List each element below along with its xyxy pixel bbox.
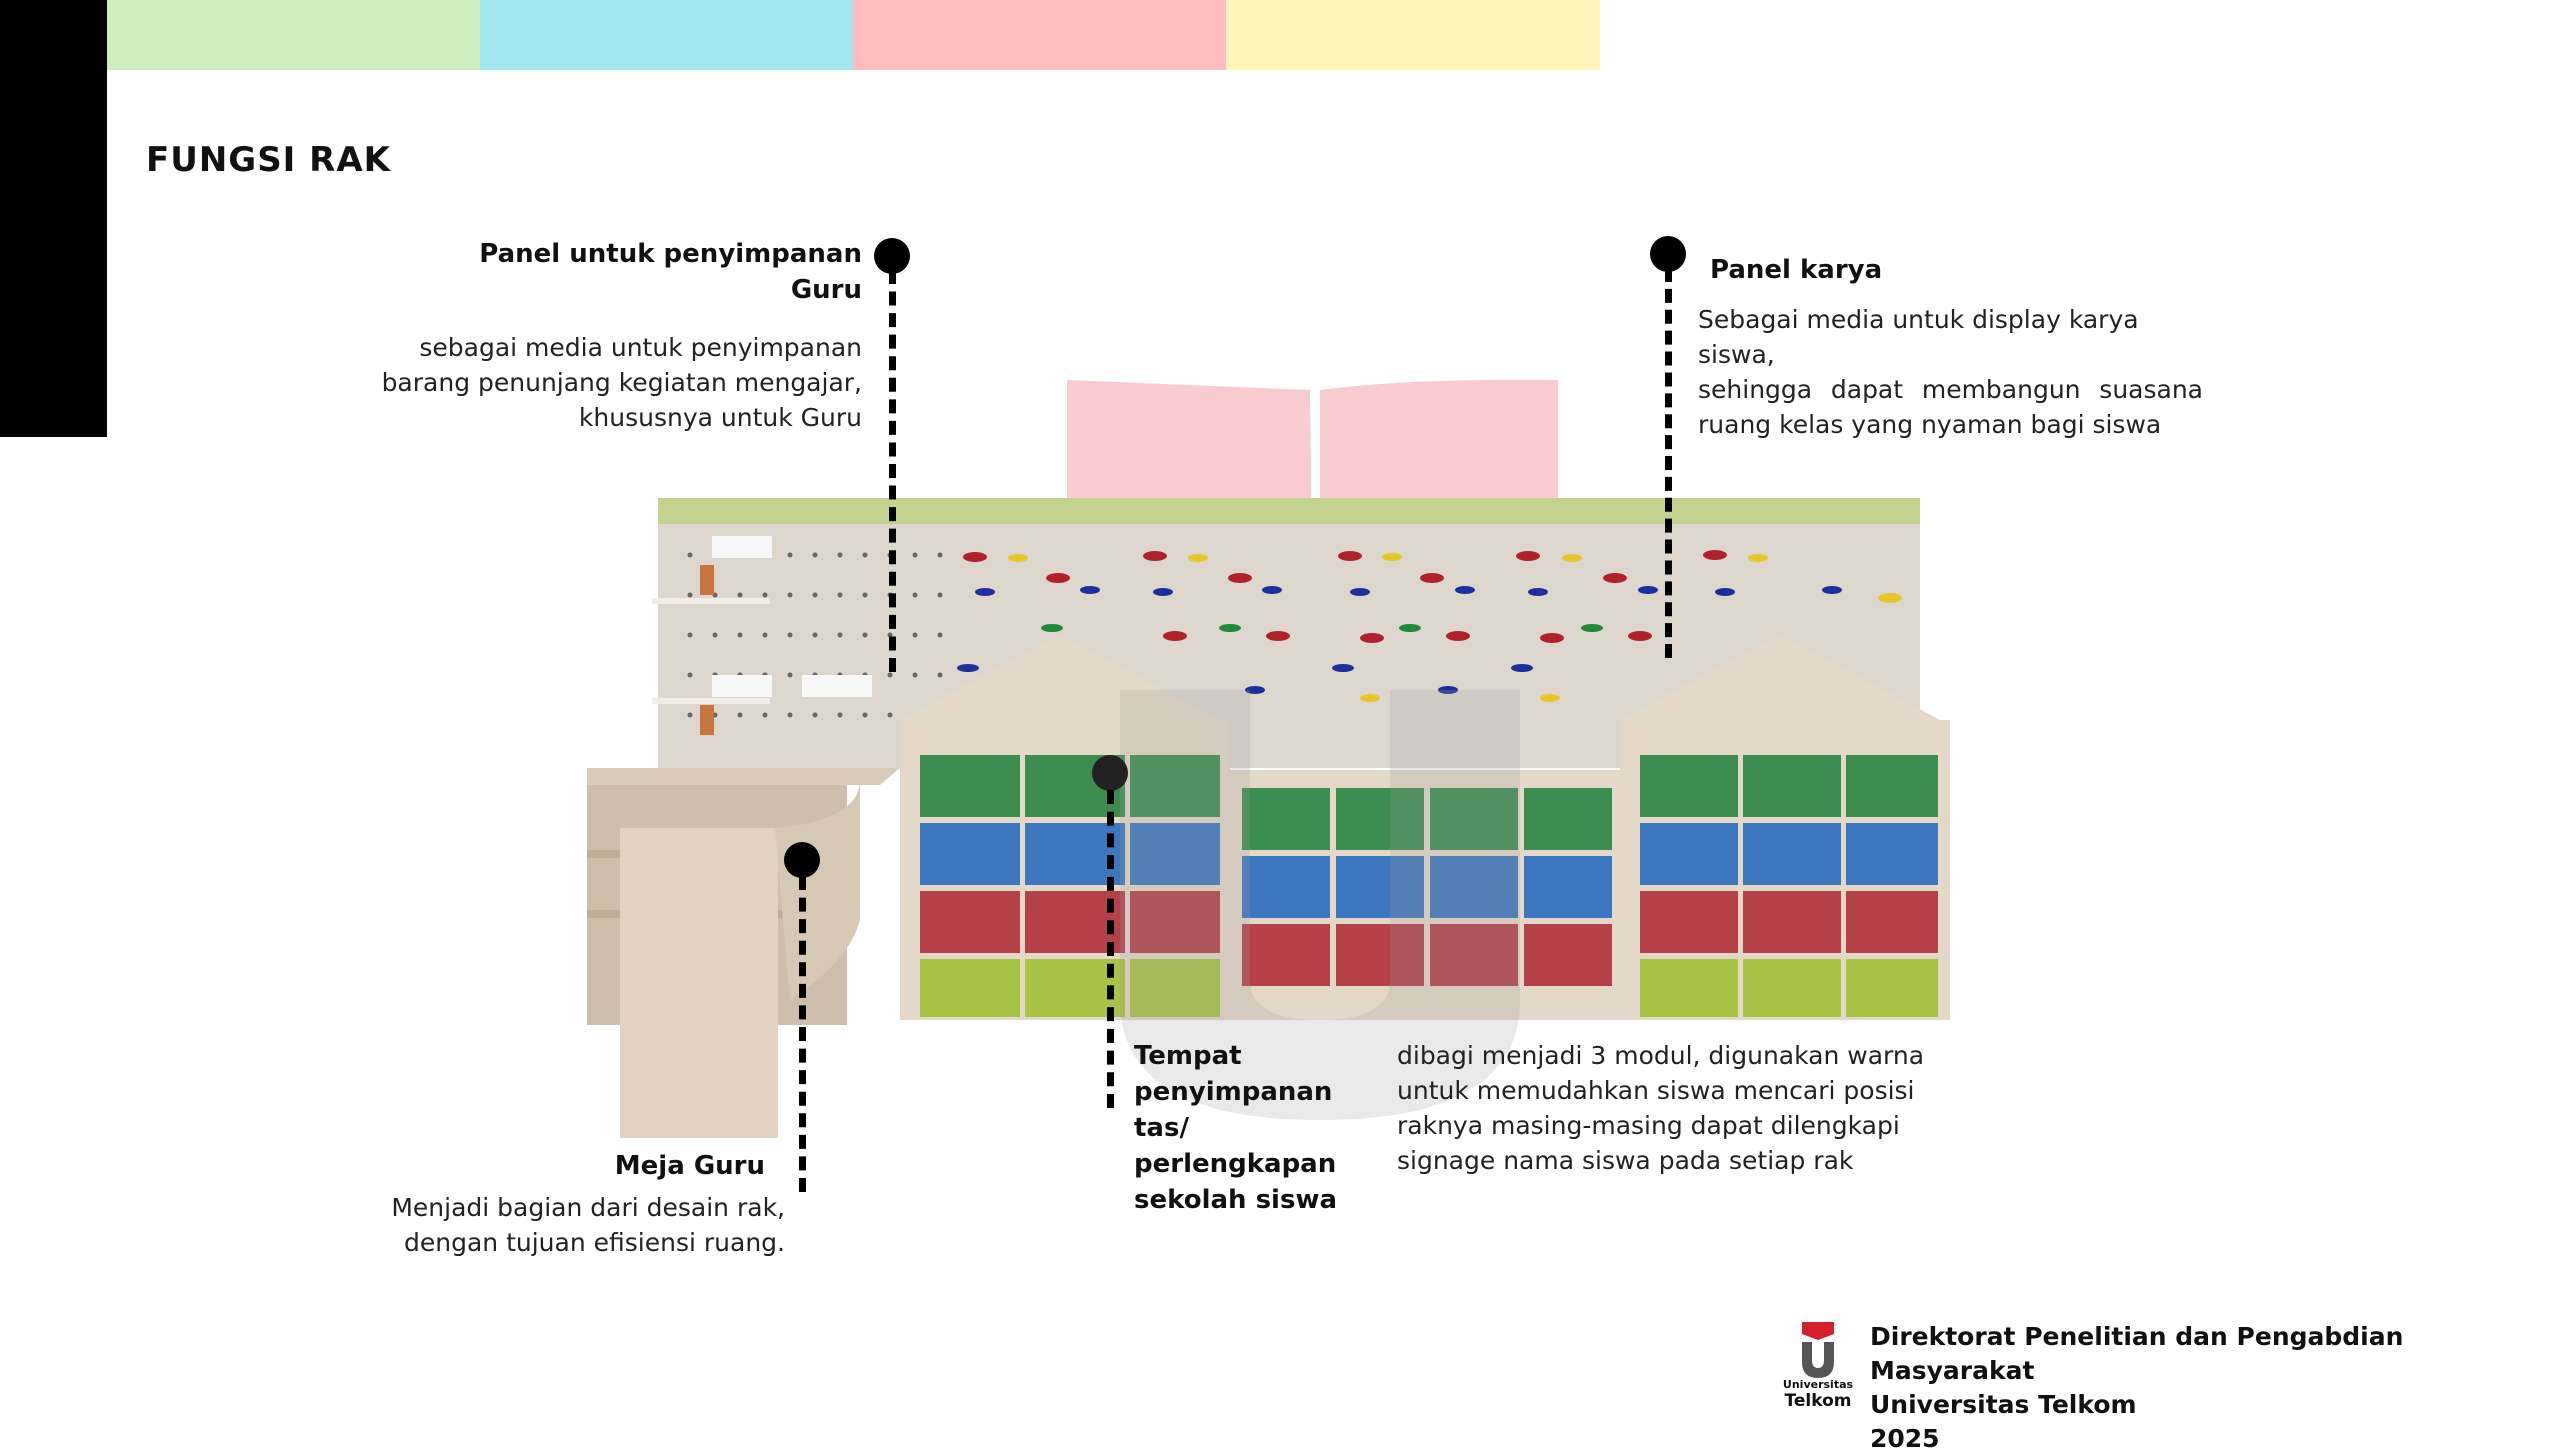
meja-guru-marker	[784, 842, 820, 878]
color-strip-yellow	[1226, 0, 1600, 70]
panel-karya-desc-line3: ruang kelas yang nyaman bagi siswa	[1698, 410, 2162, 439]
color-strip-green	[107, 0, 480, 70]
panel-guru-title-line1: Panel untuk penyimpanan	[479, 239, 862, 269]
tempat-title-line3: perlengkapan	[1134, 1149, 1337, 1179]
logo-text-line1: Universitas	[1782, 1378, 1854, 1391]
logo-text: Universitas Telkom	[1780, 1378, 1856, 1410]
meja-guru-desc-line1: Menjadi bagian dari desain rak,	[391, 1193, 785, 1222]
tempat-title-line2: penyimpanan tas/	[1134, 1077, 1333, 1143]
panel-karya-leader-line	[1665, 268, 1672, 658]
desk-leg	[620, 828, 778, 1138]
footer-line1: Direktorat Penelitian dan Pengabdian Mas…	[1870, 1322, 2404, 1385]
tempat-desc-line2: untuk memudahkan siswa mencari posisi	[1397, 1076, 1915, 1105]
footer-text: Direktorat Penelitian dan Pengabdian Mas…	[1870, 1320, 2560, 1456]
panel-karya-desc-line1: Sebagai media untuk display karya siswa,	[1698, 305, 2139, 369]
tempat-leader-line	[1107, 790, 1114, 1108]
logo-text-line2: Telkom	[1784, 1391, 1852, 1411]
panel-guru-desc-line2: barang penunjang kegiatan mengajar,	[381, 368, 862, 397]
tempat-title-line4: sekolah siswa	[1134, 1185, 1338, 1215]
top-green-strip	[658, 498, 1920, 524]
tempat-description: dibagi menjadi 3 modul, digunakan warna …	[1397, 1038, 1957, 1178]
footer-line3: 2025	[1870, 1424, 1940, 1453]
panel-guru-desc-line1: sebagai media untuk penyimpanan	[419, 333, 862, 362]
side-black-bar	[0, 0, 107, 437]
universitas-telkom-logo	[1802, 1322, 1834, 1378]
shelf-illustration	[587, 379, 1950, 1138]
panel-karya-title: Panel karya	[1710, 255, 1883, 285]
panel-guru-title: Panel untuk penyimpanan Guru	[380, 236, 862, 308]
tempat-desc-line3: raknya masing-masing dapat dilengkapi	[1397, 1111, 1900, 1140]
color-strip-pink	[853, 0, 1226, 70]
panel-karya-desc-line2: sehingga dapat membangun suasana	[1698, 375, 2203, 404]
meja-guru-leader-line	[799, 876, 806, 1192]
middle-cubbies	[1242, 788, 1612, 986]
tempat-desc-line1: dibagi menjadi 3 modul, digunakan warna	[1397, 1041, 1925, 1070]
tempat-title: Tempat penyimpanan tas/ perlengkapan sek…	[1134, 1038, 1394, 1218]
panel-karya-description: Sebagai media untuk display karya siswa,…	[1698, 302, 2203, 442]
panel-guru-title-line2: Guru	[790, 275, 862, 305]
right-cubbies	[1640, 755, 1938, 1017]
panel-guru-desc-line3: khususnya untuk Guru	[578, 403, 862, 432]
color-strip-cyan	[480, 0, 853, 70]
u-watermark	[1120, 690, 1520, 1120]
tempat-desc-line4: signage nama siswa pada setiap rak	[1397, 1146, 1854, 1175]
tempat-marker	[1092, 755, 1128, 791]
meja-guru-description: Menjadi bagian dari desain rak, dengan t…	[380, 1190, 785, 1260]
meja-guru-title: Meja Guru	[614, 1151, 765, 1181]
page-title: FUNGSI RAK	[146, 140, 392, 180]
panel-karya-marker	[1650, 236, 1686, 272]
tempat-title-line1: Tempat	[1134, 1041, 1242, 1071]
panel-guru-description: sebagai media untuk penyimpanan barang p…	[330, 330, 862, 435]
footer-line2: Universitas Telkom	[1870, 1390, 2137, 1419]
panel-guru-leader-line	[889, 270, 896, 672]
panel-guru-marker	[874, 238, 910, 274]
meja-guru-desc-line2: dengan tujuan efisiensi ruang.	[404, 1228, 785, 1257]
